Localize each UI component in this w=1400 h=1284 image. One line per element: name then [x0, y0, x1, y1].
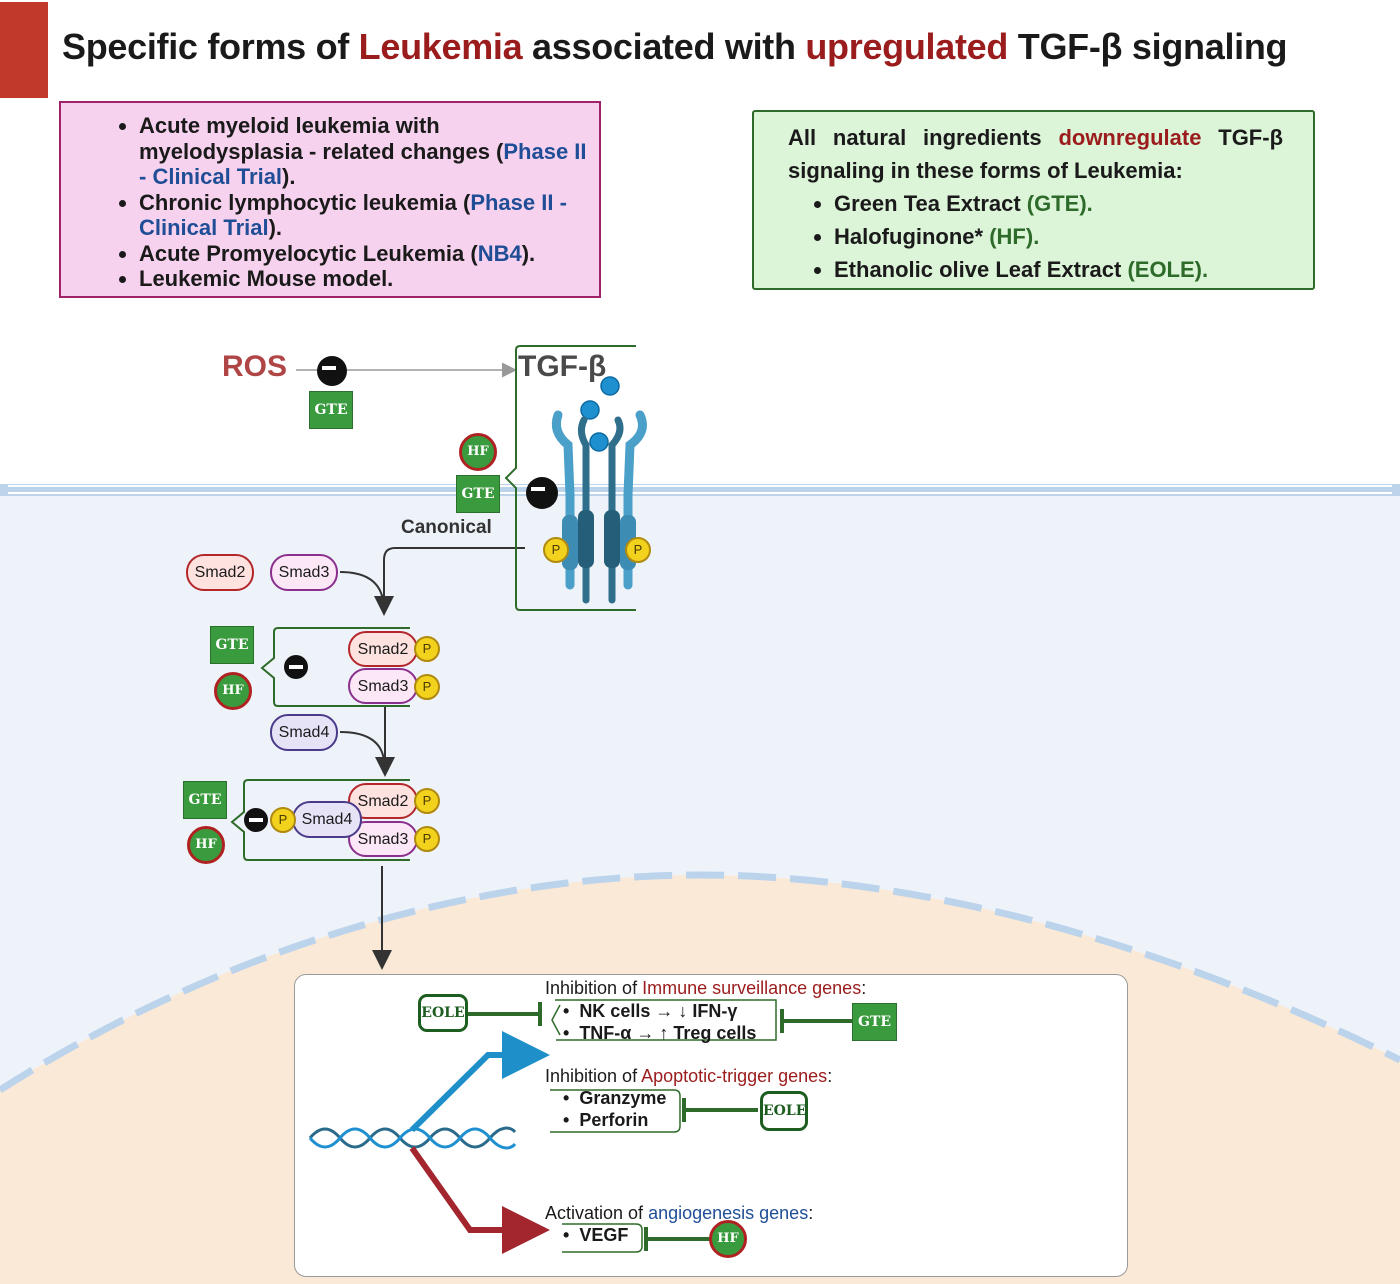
smad3-join-arrow [339, 571, 384, 601]
eole-badge-apoptosis: EOLE [760, 1091, 808, 1131]
ros-label: ROS [222, 350, 288, 383]
immune-genes-heading: Inhibition of Immune surveillance genes: [545, 978, 867, 998]
tgf-ligand-2 [580, 400, 600, 420]
tgf-receptor [551, 376, 647, 604]
kinase-domain-3 [604, 510, 620, 568]
smad4-trimer: Smad4 [292, 801, 362, 838]
angiogenesis-gene-vegf: • VEGF [563, 1225, 629, 1245]
gte-badge-trimer: GTE [183, 781, 227, 819]
receptor-chain-4 [623, 410, 647, 500]
immune-gene-nk: • NK cells → ↓ IFN-γ [563, 1001, 738, 1021]
receptor-chain-3 [608, 416, 624, 604]
tgf-ligand-3 [589, 432, 609, 452]
smad4-trimer-p: P [270, 807, 296, 833]
smad3-phospho: Smad3 [348, 668, 418, 704]
smad2-trimer-p: P [414, 788, 440, 814]
receptor-chain-2 [577, 416, 590, 604]
smad3-trimer-p: P [414, 826, 440, 852]
smad2-phospho-p: P [414, 636, 440, 662]
hf-badge-trimer: HF [187, 826, 225, 864]
kinase-domain-2 [578, 510, 594, 568]
eole-badge-immune: EOLE [418, 994, 468, 1032]
smad3-phospho-p: P [414, 674, 440, 700]
hf-badge-receptor: HF [459, 433, 497, 471]
natural-intro-text: All natural ingredients downregulate TGF… [788, 125, 1283, 183]
smad-trimer-bracket [230, 779, 410, 861]
smad3-free: Smad3 [270, 554, 338, 591]
nuclear-membrane [0, 871, 1400, 1093]
leukemia-item-aml: Acute myeloid leukemia with myelodysplas… [139, 113, 599, 190]
receptor-phospho-left: P [543, 537, 569, 563]
canonical-arrow [374, 547, 525, 616]
apoptotic-gene-granzyme: • Granzyme [563, 1088, 667, 1108]
apoptotic-gene-perforin: • Perforin [563, 1110, 649, 1130]
gte-badge-ros: GTE [309, 391, 353, 429]
smad4-free: Smad4 [270, 714, 338, 751]
ingredient-gte: Green Tea Extract (GTE). [834, 187, 1313, 220]
receptor-chain-1 [551, 410, 575, 500]
ros-inhibition-icon [317, 356, 347, 386]
title-accent-bar [0, 2, 48, 98]
receptor-phospho-right: P [625, 537, 651, 563]
immune-gene-tnf: • TNF-α → ↑ Treg cells [563, 1023, 757, 1043]
smad4-join-arrow [339, 731, 385, 761]
angiogenesis-genes-heading: Activation of angiogenesis genes: [545, 1203, 814, 1223]
activation-arrow [409, 1146, 550, 1254]
hf-badge-smad23: HF [214, 672, 252, 710]
gte-badge-smad23: GTE [210, 626, 254, 664]
natural-ingredients-box: All natural ingredients downregulate TGF… [752, 110, 1315, 290]
apoptotic-genes-heading: Inhibition of Apoptotic-trigger genes: [545, 1066, 833, 1086]
tgf-beta-label: TGF-β [518, 350, 607, 383]
canonical-label: Canonical [401, 517, 492, 538]
upregulation-arrow [409, 1031, 550, 1133]
page-title: Specific forms of Leukemia associated wi… [62, 26, 1288, 67]
smad2-free: Smad2 [186, 554, 254, 591]
receptor-inhibition-icon [526, 477, 558, 509]
hf-badge-vegf: HF [709, 1220, 747, 1258]
receptor-bracket [504, 345, 636, 611]
leukemia-item-cll: Chronic lymphocytic leukemia (Phase II -… [139, 190, 599, 241]
ingredient-eole: Ethanolic olive Leaf Extract (EOLE). [834, 253, 1313, 286]
smad2-phospho: Smad2 [348, 631, 418, 667]
dna-helix-icon [308, 1126, 517, 1150]
leukemia-item-apl: Acute Promyelocytic Leukemia (NB4). [139, 241, 599, 267]
smad3-trimer: Smad3 [348, 821, 418, 857]
trimer-inhibition-icon [244, 808, 268, 832]
tgf-ligand-1 [600, 376, 620, 396]
leukemia-item-mouse: Leukemic Mouse model. [139, 266, 599, 292]
leukemia-forms-box: Acute myeloid leukemia with myelodysplas… [59, 101, 601, 298]
smad2-trimer: Smad2 [348, 783, 418, 819]
gte-badge-receptor: GTE [456, 475, 500, 513]
gte-badge-immune: GTE [852, 1003, 897, 1041]
smad23-bracket [260, 627, 410, 707]
ingredient-hf: Halofuginone* (HF). [834, 220, 1313, 253]
smad23-inhibition-icon [284, 655, 308, 679]
